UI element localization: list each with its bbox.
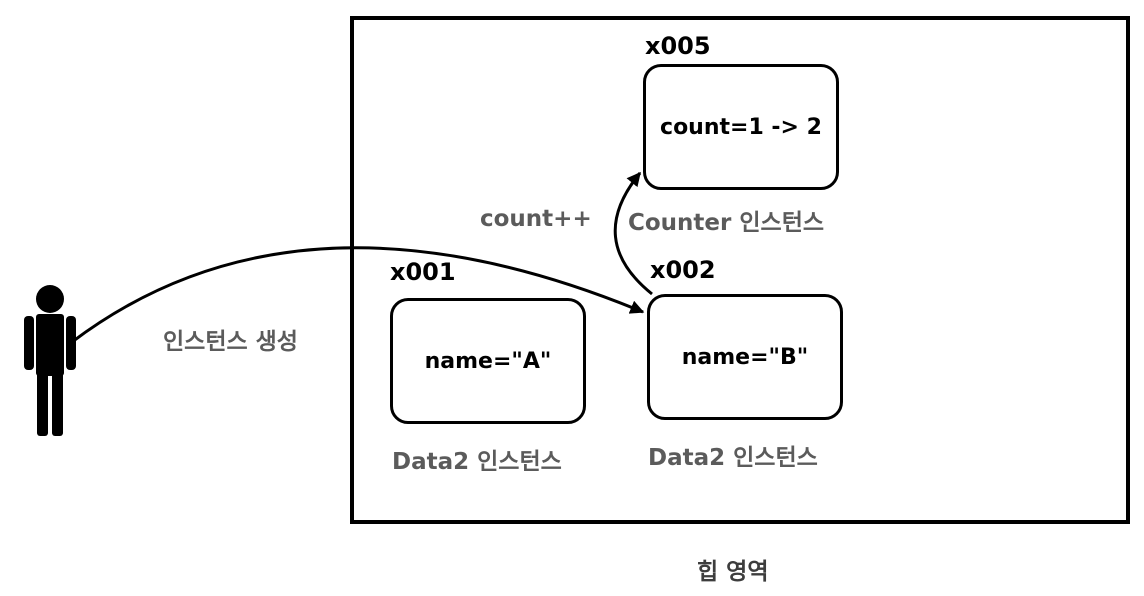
data2-instance-box-a: name="A" <box>390 298 586 424</box>
increment-label: count++ <box>480 206 592 232</box>
instance-field-text: count=1 -> 2 <box>660 114 822 140</box>
heap-area-label: 힙 영역 <box>697 559 769 585</box>
address-label-x001: x001 <box>390 258 456 286</box>
person-icon <box>24 285 76 436</box>
instance-caption-x005: Counter 인스턴스 <box>628 210 825 236</box>
data2-instance-box-b: name="B" <box>647 294 843 420</box>
instance-caption-x002: Data2 인스턴스 <box>648 445 818 471</box>
address-label-x002: x002 <box>650 256 716 284</box>
counter-instance-box: count=1 -> 2 <box>643 64 839 190</box>
instance-field-text: name="B" <box>681 344 809 370</box>
create-instance-label: 인스턴스 생성 <box>163 329 298 355</box>
instance-field-text: name="A" <box>424 348 552 374</box>
instance-caption-x001: Data2 인스턴스 <box>392 449 562 475</box>
address-label-x005: x005 <box>645 32 711 60</box>
